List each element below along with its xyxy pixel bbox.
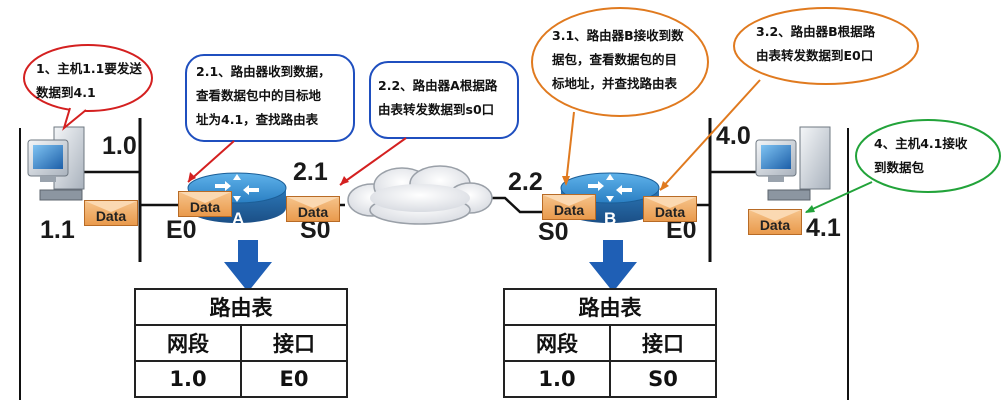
router-a-s0-address: 2.1 xyxy=(293,158,328,186)
callout-bubble-3-2 xyxy=(733,7,919,85)
routing-table-a: 路由表 网段 接口 1.0 E0 xyxy=(134,288,348,398)
routing-table-b-cell-interface: S0 xyxy=(609,360,717,398)
router-a-label: A xyxy=(232,209,245,228)
network-right-label: 4.0 xyxy=(716,122,751,150)
callout-text-3-1: 3.1、路由器B接收到数 据包，查看数据包的目 标地址，并查找路由表 xyxy=(552,28,684,91)
callout-bubble-2-1 xyxy=(185,54,355,142)
routing-table-a-title: 路由表 xyxy=(134,288,348,326)
router-b-s0-address: 2.2 xyxy=(508,168,543,196)
router-b-s0-label: S0 xyxy=(538,218,569,246)
router-b-label: B xyxy=(604,209,617,228)
data-packet-router-a-e0: Data xyxy=(178,191,232,217)
data-packet-host-left: Data xyxy=(84,200,138,226)
callout-bubble-3-1 xyxy=(531,7,709,117)
routing-table-a-cell-interface: E0 xyxy=(240,360,348,398)
router-a-e0-label: E0 xyxy=(166,216,197,244)
pointer-2-1 xyxy=(187,140,235,183)
down-arrow-b-icon xyxy=(589,240,637,292)
routing-table-b-header-segment: 网段 xyxy=(503,324,611,362)
down-arrow-a-icon xyxy=(224,240,272,292)
callout-bubble-1 xyxy=(23,44,153,131)
pointer-2-2 xyxy=(339,137,407,186)
data-packet-router-b-s0: Data xyxy=(542,194,596,220)
data-packet-router-b-e0: Data xyxy=(643,196,697,222)
host-left-address: 1.1 xyxy=(40,216,75,244)
routing-table-b-cell-segment: 1.0 xyxy=(503,360,611,398)
host-right-address: 4.1 xyxy=(806,214,841,242)
callout-text-2-2: 2.2、路由器A根据路 由表转发数据到s0口 xyxy=(378,78,498,117)
callout-bubble-4 xyxy=(855,119,1001,193)
routing-table-b: 路由表 网段 接口 1.0 S0 xyxy=(503,288,717,398)
callout-text-4: 4、主机4.1接收 到数据包 xyxy=(874,136,968,175)
callout-text-3-2: 3.2、路由器B根据路 由表转发数据到E0口 xyxy=(756,24,876,63)
data-packet-router-a-s0: Data xyxy=(286,196,340,222)
routing-table-a-cell-segment: 1.0 xyxy=(134,360,242,398)
wan-cloud xyxy=(347,165,493,225)
pointer-3-2 xyxy=(659,79,761,191)
routing-table-b-title: 路由表 xyxy=(503,288,717,326)
callout-text-1: 1、主机1.1要发送 数据到4.1 xyxy=(36,61,142,100)
callout-text-2-1: 2.1、路由器收到数据， 查看数据包中的目标地 址为4.1，查找路由表 xyxy=(196,64,331,127)
host-computer-left-icon xyxy=(27,126,85,201)
routing-table-a-header-interface: 接口 xyxy=(240,324,348,362)
data-packet-host-right: Data xyxy=(748,209,802,235)
routing-table-a-header-segment: 网段 xyxy=(134,324,242,362)
pointer-4 xyxy=(805,181,873,213)
routing-table-b-header-interface: 接口 xyxy=(609,324,717,362)
network-left-label: 1.0 xyxy=(102,132,137,160)
host-computer-right-icon xyxy=(755,126,831,201)
pointer-3-1 xyxy=(565,111,575,185)
callout-bubble-2-2 xyxy=(369,61,519,139)
